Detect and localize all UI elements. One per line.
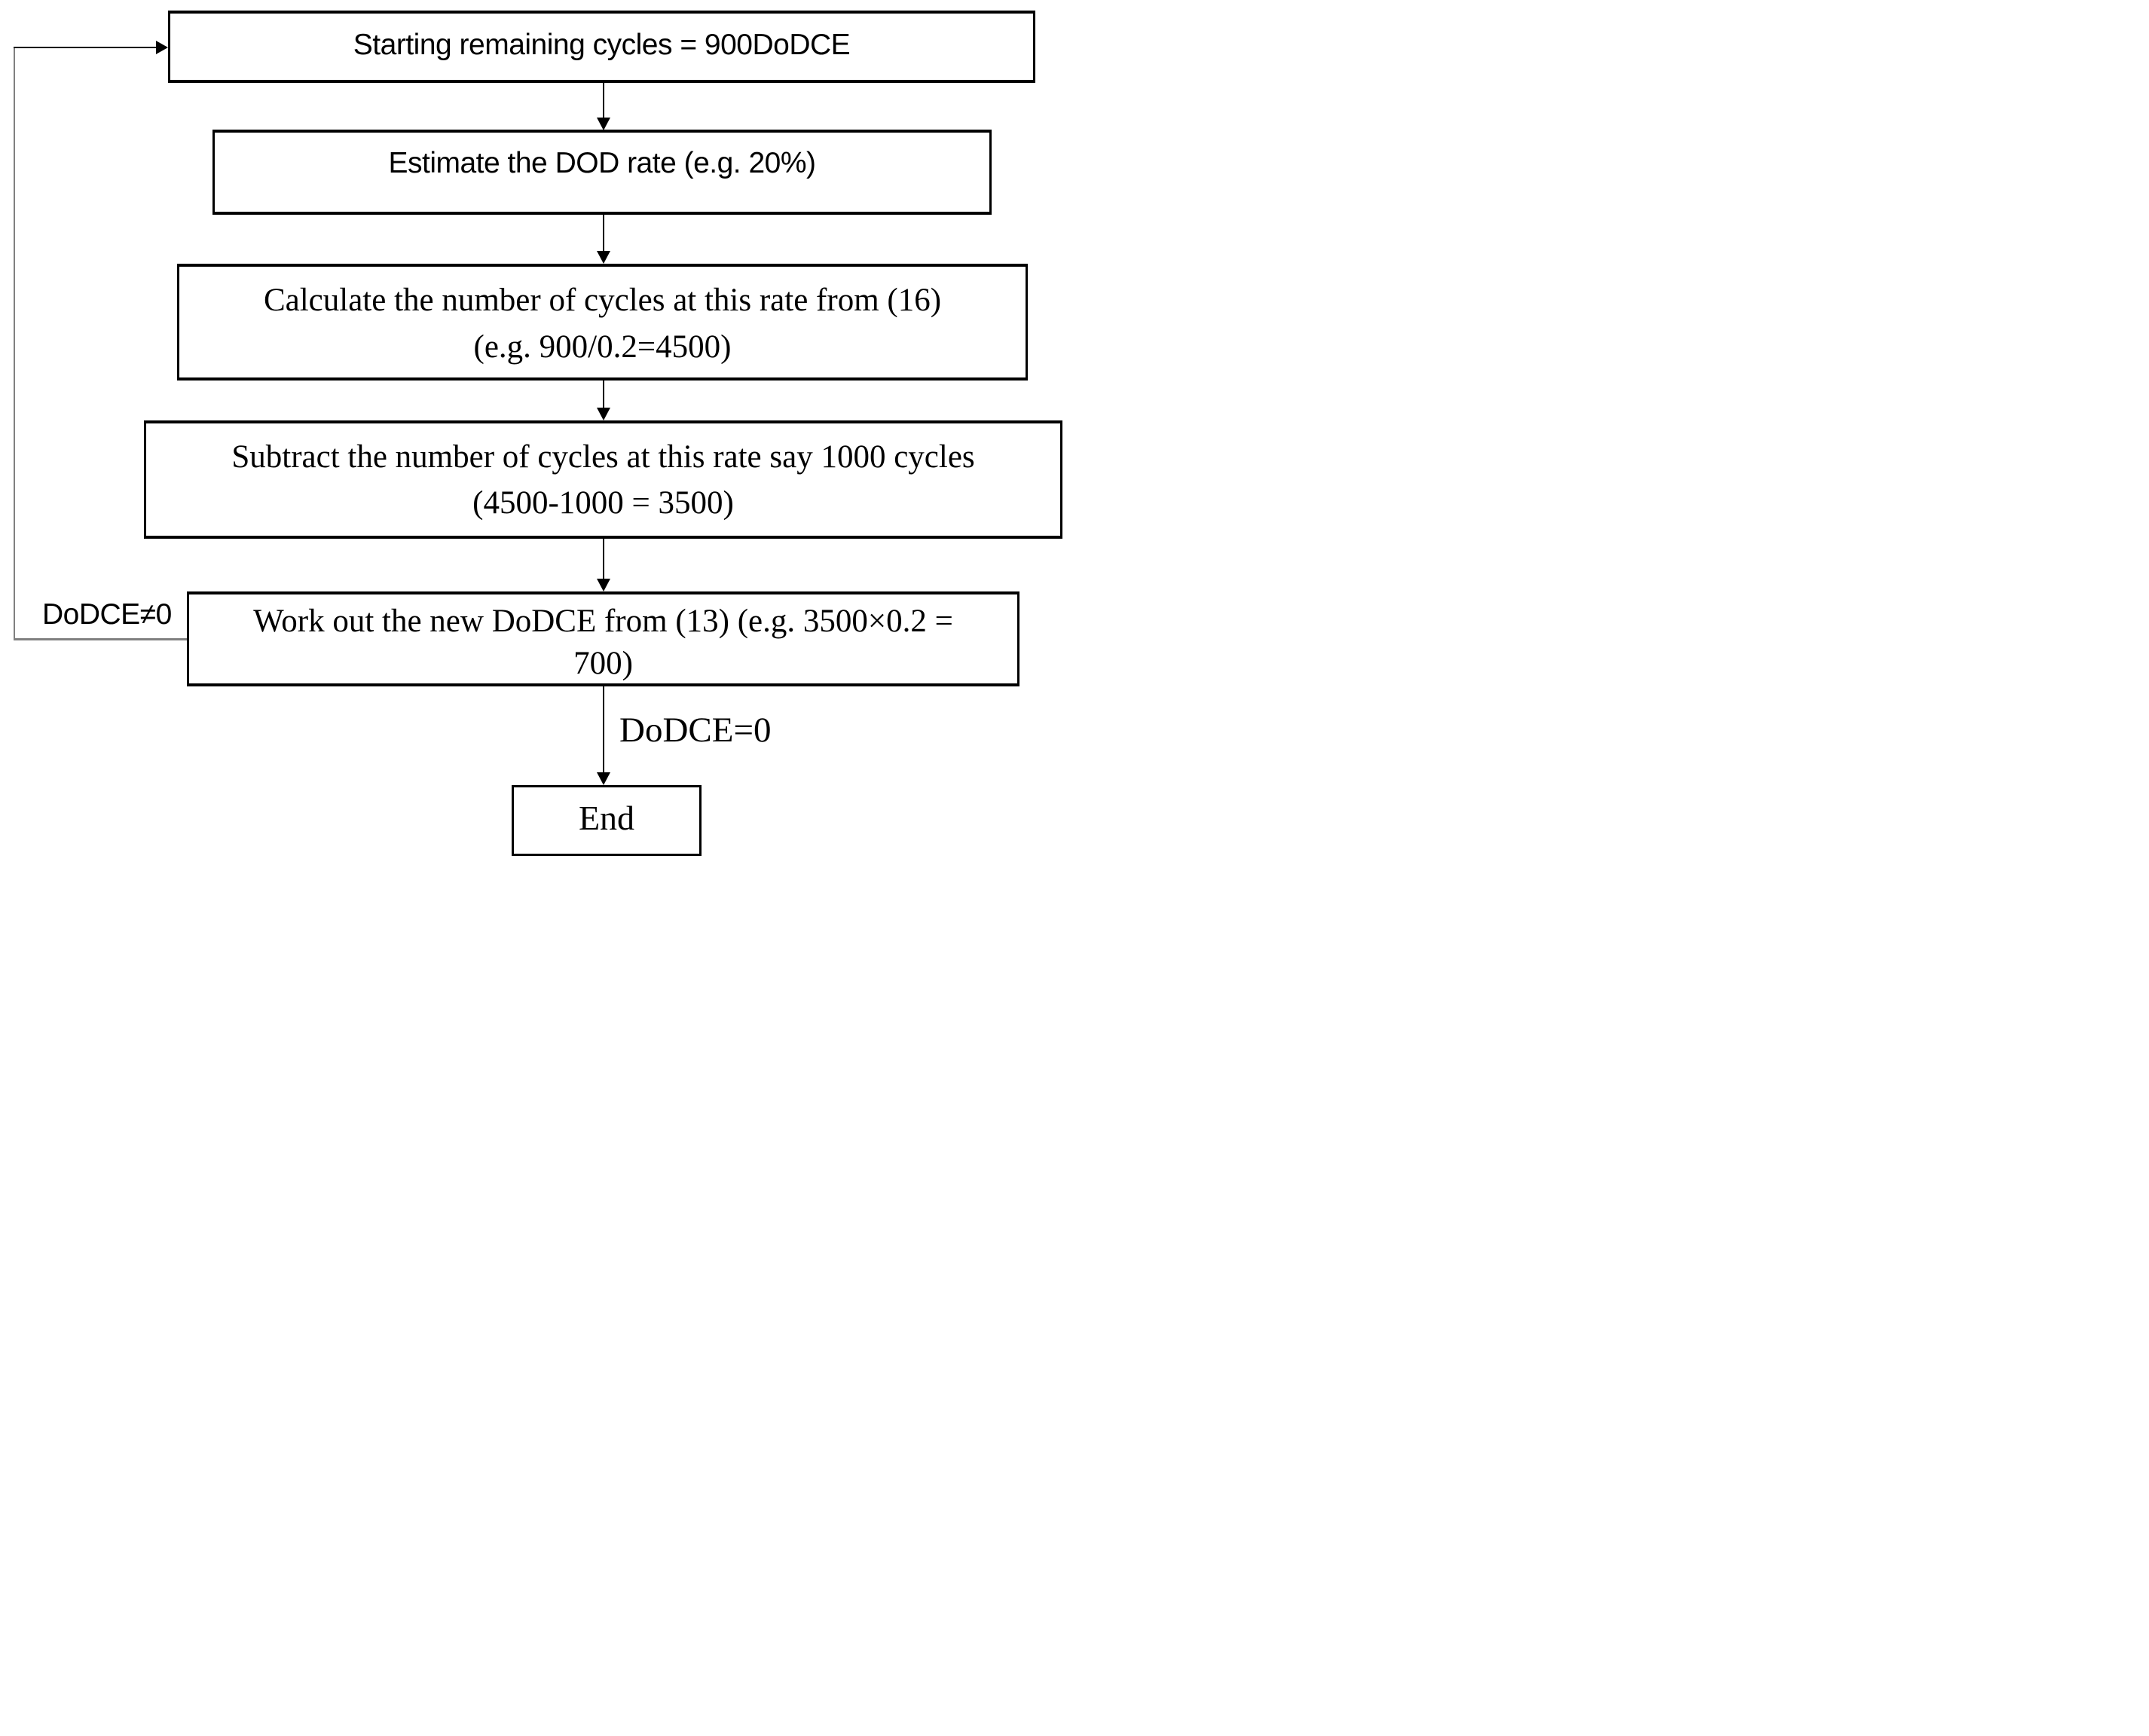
box-text-line: Calculate the number of cycles at this r… <box>263 283 942 318</box>
loop-line-vertical <box>14 47 15 640</box>
box-text-line: (e.g. 900/0.2=4500) <box>473 329 732 365</box>
flowchart-diagram: DoDCE≠0 DoDCE=0 Starting remaining cycle… <box>0 0 1074 868</box>
arrowhead-down-icon <box>597 408 610 420</box>
box-text-line: Starting remaining cycles = 900DoDCE <box>353 29 851 61</box>
box-text-line: (4500-1000 = 3500) <box>472 485 734 521</box>
edge-label-terminate-condition: DoDCE=0 <box>619 711 772 750</box>
loop-line-bottom <box>14 638 187 640</box>
box-text-line: 700) <box>573 645 633 681</box>
flowchart-box-start: Starting remaining cycles = 900DoDCE <box>168 11 1035 83</box>
connector-line-2 <box>603 215 604 252</box>
arrowhead-down-icon <box>597 772 610 785</box>
arrowhead-down-icon <box>597 118 610 130</box>
connector-line-1 <box>603 83 604 118</box>
box-text-line: End <box>578 798 635 837</box>
box-text-line: Estimate the DOD rate (e.g. 20%) <box>388 147 816 179</box>
flowchart-box-end: End <box>512 785 702 856</box>
arrowhead-down-icon <box>597 579 610 591</box>
flowchart-box-calculate-cycles: Calculate the number of cycles at this r… <box>177 264 1028 381</box>
flowchart-box-estimate-dod-rate: Estimate the DOD rate (e.g. 20%) <box>212 130 992 215</box>
edge-label-loop-condition: DoDCE≠0 <box>42 598 172 631</box>
box-text-line: Work out the new DoDCE from (13) (e.g. 3… <box>253 604 953 639</box>
flowchart-box-workout-new-dodce: Work out the new DoDCE from (13) (e.g. 3… <box>187 591 1019 686</box>
box-text-line: Subtract the number of cycles at this ra… <box>231 439 975 475</box>
connector-line-3 <box>603 381 604 408</box>
connector-line-4 <box>603 539 604 579</box>
arrowhead-down-icon <box>597 251 610 264</box>
connector-line-5 <box>603 686 604 773</box>
loop-line-top <box>14 47 157 48</box>
flowchart-box-subtract-cycles: Subtract the number of cycles at this ra… <box>144 420 1062 539</box>
arrowhead-right-icon <box>156 41 168 54</box>
